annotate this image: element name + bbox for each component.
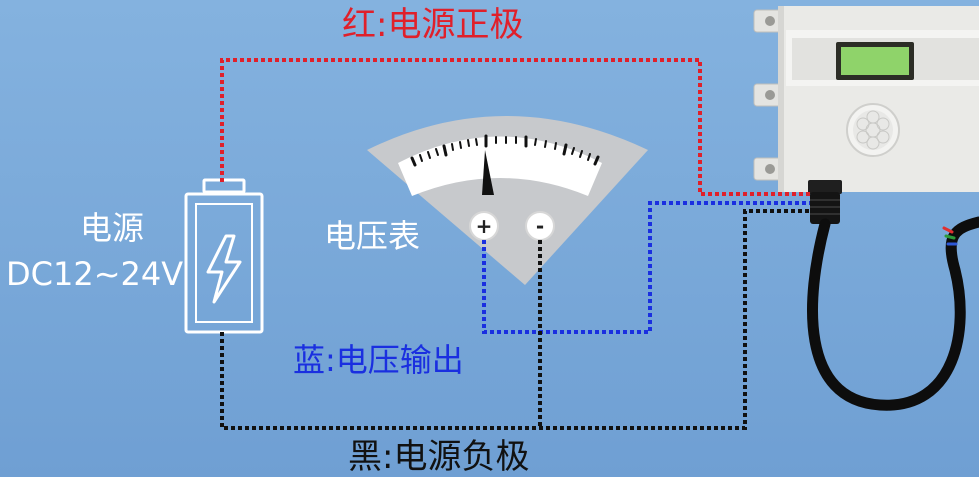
- black-wire: [220, 209, 810, 430]
- sensor-device-icon: [753, 6, 979, 411]
- voltmeter-minus-terminal: -: [536, 214, 544, 238]
- battery-icon: [184, 178, 264, 334]
- power-supply-label: 电源: [79, 209, 144, 247]
- power-supply-spec: DC12~24V: [6, 255, 184, 293]
- black-wire-label: 黑:电源负极: [348, 437, 530, 477]
- red-wire: [220, 58, 810, 196]
- lightning-icon: [206, 234, 242, 304]
- voltmeter-icon: + -: [367, 116, 648, 285]
- red-wire-label: 红:电源正极: [342, 5, 524, 45]
- voltmeter-plus-terminal: +: [476, 214, 493, 238]
- voltmeter-label: 电压表: [324, 217, 421, 255]
- blue-wire-label: 蓝:电压输出: [293, 341, 464, 379]
